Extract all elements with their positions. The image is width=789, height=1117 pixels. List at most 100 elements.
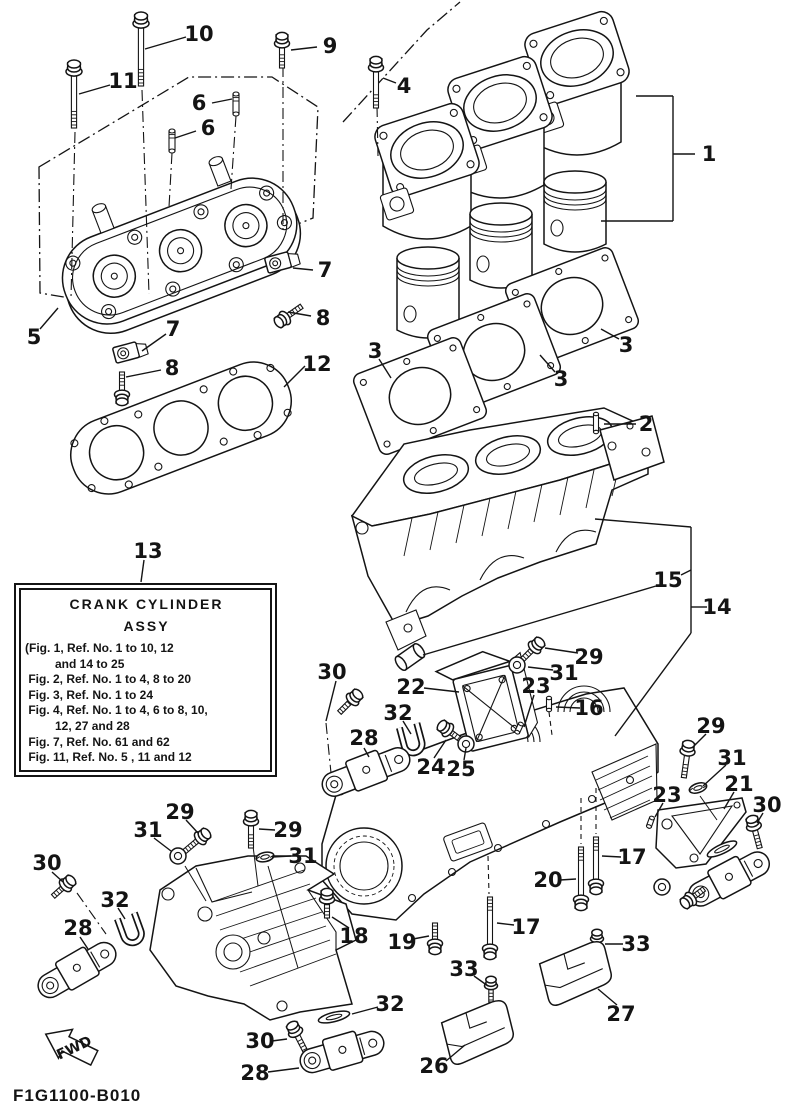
callout-10: 10	[184, 22, 213, 46]
info-box-line: (Fig. 1, Ref. No. 1 to 10, 12	[25, 641, 174, 655]
piston	[543, 170, 607, 253]
callout-30: 30	[317, 660, 346, 684]
leader-line	[271, 855, 292, 858]
guide-line	[70, 131, 76, 299]
callout-1: 1	[702, 142, 717, 166]
callout-7: 7	[166, 317, 181, 341]
info-box-line: Fig. 2, Ref. No. 1 to 4, 8 to 20	[25, 672, 192, 687]
fwd-arrow: FWD	[44, 1028, 99, 1067]
assembly-boundaries	[38, 1, 461, 304]
base-gasket	[352, 337, 488, 455]
bolt-11	[65, 59, 83, 129]
callout-17: 17	[511, 915, 540, 939]
dash-dot-boundary	[38, 76, 319, 304]
info-box-inner: CRANK CYLINDER ASSY (Fig. 1, Ref. No. 1 …	[19, 588, 272, 772]
bolt-17b	[481, 896, 499, 961]
callout-29: 29	[574, 645, 603, 669]
pin-16	[545, 695, 553, 713]
callout-3: 3	[619, 333, 634, 357]
bolt-18	[318, 887, 336, 919]
leader-line	[185, 819, 199, 834]
leader-line	[283, 365, 306, 388]
callout-11: 11	[108, 69, 137, 93]
guide-line	[230, 115, 237, 190]
guide-line	[376, 105, 379, 157]
callout-30: 30	[245, 1029, 274, 1053]
damper-26	[440, 999, 515, 1065]
leader-line	[539, 354, 556, 373]
info-box-title: CRANK CYLINDER	[69, 596, 224, 612]
info-box-line: and 14 to 25	[25, 656, 125, 671]
leader-line	[445, 1044, 466, 1062]
engine-bracket-21	[655, 797, 747, 869]
leader-line	[78, 84, 111, 95]
leader-line	[287, 311, 312, 317]
callout-17: 17	[617, 845, 646, 869]
engine-bracket-22	[434, 650, 539, 752]
leader-line	[433, 739, 447, 759]
engine-mount-28a	[321, 747, 411, 797]
callout-23: 23	[521, 674, 550, 698]
info-box-line: Fig. 11, Ref. No. 5 , 11 and 12	[25, 750, 192, 765]
callout-31: 31	[288, 844, 317, 868]
callout-32: 32	[383, 701, 412, 725]
part-code: F1G1100-B010	[13, 1086, 142, 1105]
lower-crankcase	[321, 685, 659, 921]
callout-25: 25	[446, 757, 475, 781]
head-gasket	[70, 361, 292, 495]
info-box-references: (Fig. 1, Ref. No. 1 to 10, 12 and 14 to …	[25, 641, 268, 766]
dowel-pin-2	[592, 411, 600, 435]
washer-31b	[688, 782, 708, 794]
callout-30: 30	[32, 851, 61, 875]
callout-8: 8	[165, 356, 180, 380]
guide-line	[184, 865, 207, 902]
cylinder-head	[61, 156, 302, 335]
callout-6: 6	[192, 91, 207, 115]
leader-line	[378, 358, 392, 379]
dash-dot-boundary	[342, 1, 461, 123]
leader-line	[351, 1006, 379, 1015]
leader-line	[600, 328, 620, 340]
callout-31: 31	[133, 818, 162, 842]
callout-29: 29	[696, 714, 725, 738]
leader-line	[654, 802, 664, 818]
bolt-24b	[679, 886, 707, 910]
leader-line	[292, 267, 314, 271]
leader-line	[496, 922, 515, 926]
info-box-subtitle: ASSY	[123, 618, 170, 634]
stud-6b	[168, 128, 176, 154]
pistons	[396, 170, 607, 339]
piston	[396, 246, 460, 339]
callout-6: 6	[201, 116, 216, 140]
guide-line	[168, 152, 173, 208]
bolt-30c	[50, 874, 77, 900]
leader-line	[473, 975, 489, 987]
callout-33: 33	[449, 957, 478, 981]
bolt-29c	[182, 827, 212, 855]
washer-31d	[255, 851, 275, 863]
callout-4: 4	[397, 74, 412, 98]
callout-16: 16	[574, 696, 603, 720]
bolt-4	[367, 55, 385, 109]
callout-29: 29	[273, 818, 302, 842]
callout-22: 22	[396, 675, 425, 699]
leader-line	[559, 878, 577, 881]
damper-plate-32d	[317, 1010, 351, 1024]
damper-27	[538, 940, 613, 1006]
bolt-8b	[113, 371, 131, 407]
leader-line	[267, 1067, 300, 1073]
callout-31: 31	[549, 661, 578, 685]
engine-mount-28d	[299, 1030, 385, 1074]
info-box: CRANK CYLINDER ASSY (Fig. 1, Ref. No. 1 …	[14, 583, 277, 777]
leader-line	[382, 77, 397, 84]
leader-line	[144, 36, 187, 50]
anode-clamp-7a	[264, 251, 301, 274]
damper-plate-32b	[706, 840, 738, 858]
leader-line	[614, 632, 692, 737]
guide-line	[267, 865, 299, 969]
callout-24: 24	[416, 755, 445, 779]
engine-mount-28b	[687, 851, 771, 907]
leader-line	[691, 733, 707, 749]
